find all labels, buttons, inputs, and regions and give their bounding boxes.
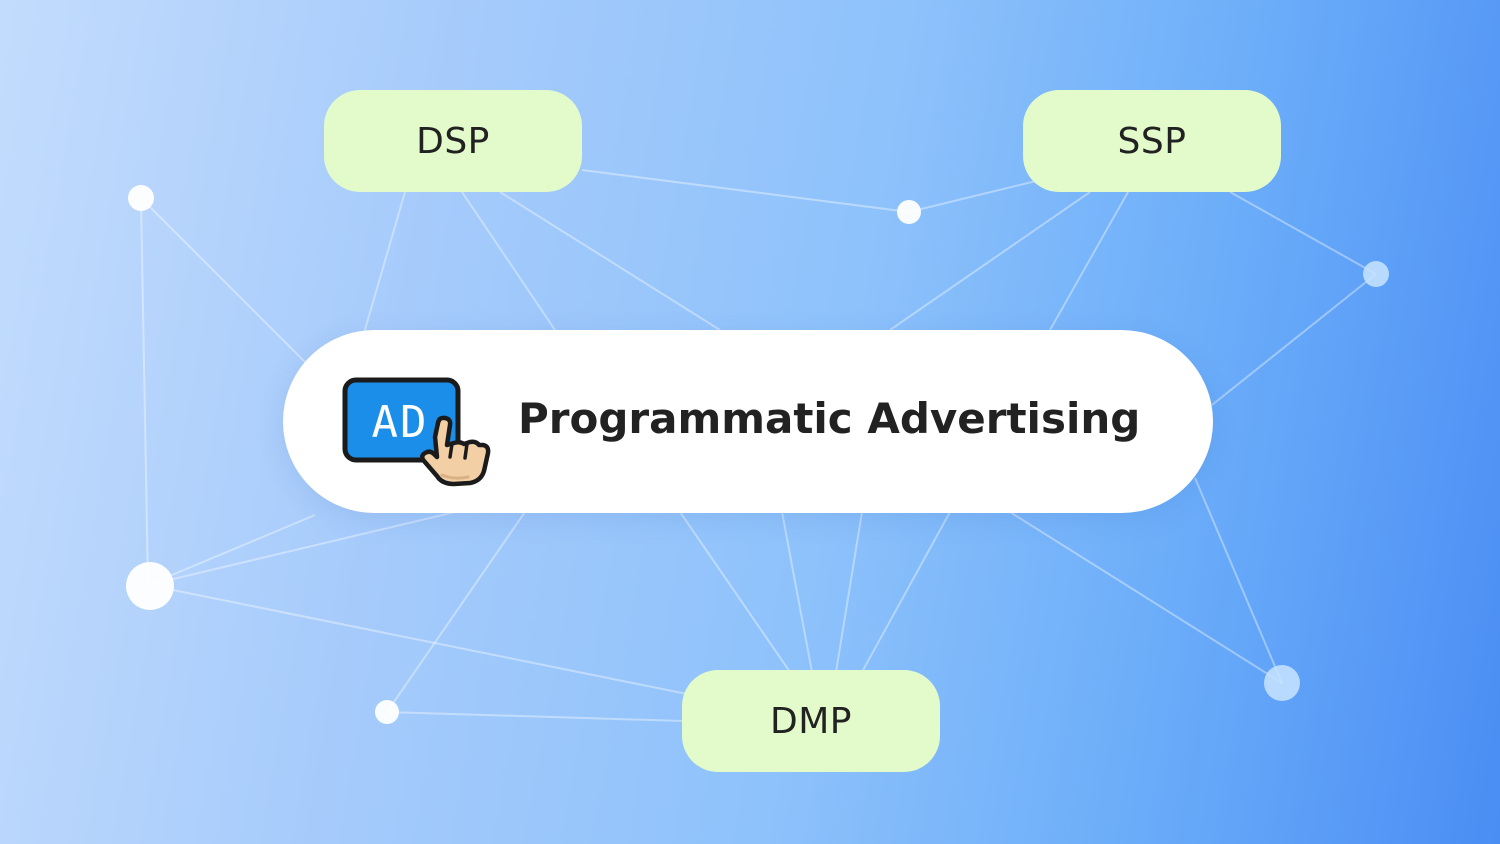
network-link [679, 511, 791, 673]
network-link [147, 584, 693, 696]
network-link [386, 711, 684, 722]
network-link [499, 191, 721, 331]
ad-badge-text: AD [372, 397, 429, 448]
network-link [908, 179, 1041, 213]
network-dot [126, 562, 174, 610]
center-title: Programmatic Advertising [518, 393, 1141, 443]
node-dsp-label: DSP [416, 120, 490, 162]
network-link [1229, 191, 1377, 275]
network-link [889, 191, 1091, 331]
ad-click-icon: AD [342, 377, 491, 487]
node-dmp: DMP [682, 670, 940, 772]
network-dot [128, 185, 154, 211]
network-link [1211, 273, 1377, 406]
node-dsp: DSP [324, 90, 582, 192]
node-ssp-label: SSP [1117, 120, 1187, 162]
network-nodes [126, 185, 1389, 724]
network-link [1194, 477, 1283, 684]
network-dot [375, 700, 399, 724]
network-link [386, 511, 526, 713]
network-link [461, 191, 556, 331]
network-link [1009, 511, 1283, 684]
network-dot [1363, 261, 1389, 287]
network-link [861, 511, 951, 673]
ad-badge [342, 377, 461, 463]
network-link [781, 511, 813, 673]
network-links [140, 169, 1377, 722]
network-link [361, 191, 406, 341]
node-dmp-label: DMP [770, 700, 852, 742]
network-link [140, 197, 306, 363]
network-dot [897, 200, 921, 224]
network-dot [1264, 665, 1300, 701]
network-link [147, 511, 456, 586]
network-link [140, 197, 149, 586]
network-link [581, 169, 910, 213]
network-link [835, 511, 863, 673]
node-ssp: SSP [1023, 90, 1281, 192]
pointing-hand-icon [420, 415, 491, 487]
network-link [1049, 191, 1129, 331]
network-link [147, 514, 316, 586]
